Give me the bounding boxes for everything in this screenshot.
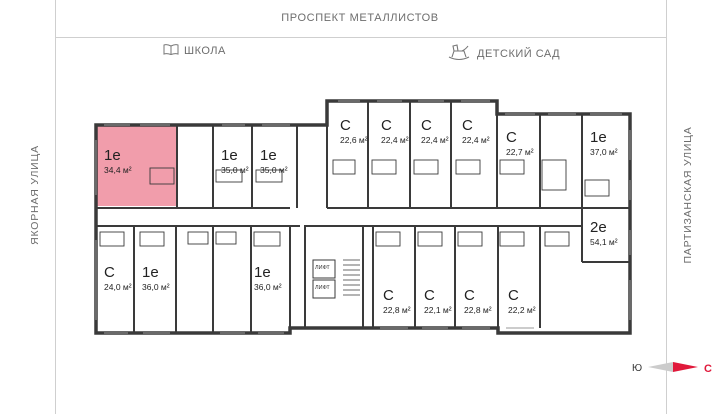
apartment-8[interactable]: С 22,7 м²: [506, 130, 534, 157]
compass-north: С: [704, 362, 712, 375]
apartment-area: 37,0 м²: [590, 147, 618, 157]
apartment-area: 22,6 м²: [340, 135, 368, 145]
landmark-school: ШКОЛА: [163, 43, 226, 58]
apartment-16[interactable]: С 22,8 м²: [464, 288, 492, 315]
apartment-type: С: [508, 287, 519, 304]
apartment-14[interactable]: С 22,8 м²: [383, 288, 411, 315]
lower-partitions: [133, 226, 630, 333]
apartment-area: 22,2 м²: [508, 305, 536, 315]
apartment-type: 1е: [221, 147, 238, 164]
apartment-area: 22,4 м²: [421, 135, 449, 145]
compass-south: Ю: [631, 363, 643, 374]
compass-arrow-icon: [648, 360, 699, 377]
apartment-area: 22,4 м²: [381, 135, 409, 145]
apartment-10[interactable]: 2е 54,1 м²: [590, 220, 618, 247]
windows: [95, 100, 631, 334]
apartment-type: С: [340, 117, 351, 134]
compass: Ю С: [632, 360, 712, 377]
rocking-horse-icon: [446, 43, 472, 64]
apartment-2[interactable]: 1е 35,0 м²: [221, 148, 249, 175]
apartment-6[interactable]: С 22,4 м²: [421, 118, 449, 145]
apartment-type: С: [506, 129, 517, 146]
apartment-area: 36,0 м²: [254, 282, 282, 292]
upper-partitions: [176, 101, 583, 262]
apartment-area: 22,7 м²: [506, 147, 534, 157]
elevator-label-2: ЛИФТ: [315, 285, 330, 291]
apartment-type: С: [381, 117, 392, 134]
apartment-1[interactable]: 1е 34,4 м²: [104, 148, 132, 175]
apartment-type: 1е: [142, 264, 159, 281]
apartment-5[interactable]: С 22,4 м²: [381, 118, 409, 145]
elevator-2: [312, 279, 336, 299]
apartment-type: 2е: [590, 219, 607, 236]
apartment-type: С: [421, 117, 432, 134]
apartment-type: С: [424, 287, 435, 304]
apartment-13[interactable]: 1е 36,0 м²: [254, 265, 282, 292]
apartment-area: 22,4 м²: [462, 135, 490, 145]
apartment-11[interactable]: С 24,0 м²: [104, 265, 132, 292]
apartment-area: 54,1 м²: [590, 237, 618, 247]
apartment-7[interactable]: С 22,4 м²: [462, 118, 490, 145]
apartment-type: С: [383, 287, 394, 304]
apartment-area: 22,8 м²: [464, 305, 492, 315]
apartment-1-highlight[interactable]: [97, 126, 177, 206]
apartment-12[interactable]: 1е 36,0 м²: [142, 265, 170, 292]
frame-left: [55, 38, 56, 414]
apartment-type: 1е: [254, 264, 271, 281]
stairs: [343, 259, 360, 296]
apartment-type: С: [462, 117, 473, 134]
elevator-label-1: ЛИФТ: [315, 265, 330, 271]
apartment-15[interactable]: С 22,1 м²: [424, 288, 452, 315]
apartment-9[interactable]: 1е 37,0 м²: [590, 130, 618, 157]
apartment-area: 22,1 м²: [424, 305, 452, 315]
apartment-type: 1е: [104, 147, 121, 164]
apartment-area: 35,0 м²: [260, 165, 288, 175]
apartment-area: 35,0 м²: [221, 165, 249, 175]
landmark-kindergarten: ДЕТСКИЙ САД: [446, 43, 560, 64]
apartment-area: 36,0 м²: [142, 282, 170, 292]
stair-core: [304, 225, 364, 329]
street-frame: [55, 0, 667, 38]
apartment-type: С: [104, 264, 115, 281]
elevator-1: [312, 259, 336, 279]
frame-right: [666, 38, 667, 414]
apartment-area: 34,4 м²: [104, 165, 132, 175]
apartment-area: 24,0 м²: [104, 282, 132, 292]
apartment-type: С: [464, 287, 475, 304]
apartment-type: 1е: [260, 147, 277, 164]
book-icon: [163, 43, 179, 58]
street-top-label: ПРОСПЕКТ МЕТАЛЛИСТОВ: [281, 12, 439, 24]
apartment-3[interactable]: 1е 35,0 м²: [260, 148, 288, 175]
apartment-4[interactable]: С 22,6 м²: [340, 118, 368, 145]
kindergarten-label: ДЕТСКИЙ САД: [477, 47, 561, 60]
apartment-area: 22,8 м²: [383, 305, 411, 315]
apartment-17[interactable]: С 22,2 м²: [508, 288, 536, 315]
bathrooms: [99, 159, 610, 247]
school-label: ШКОЛА: [184, 44, 226, 57]
apartment-type: 1е: [590, 129, 607, 146]
